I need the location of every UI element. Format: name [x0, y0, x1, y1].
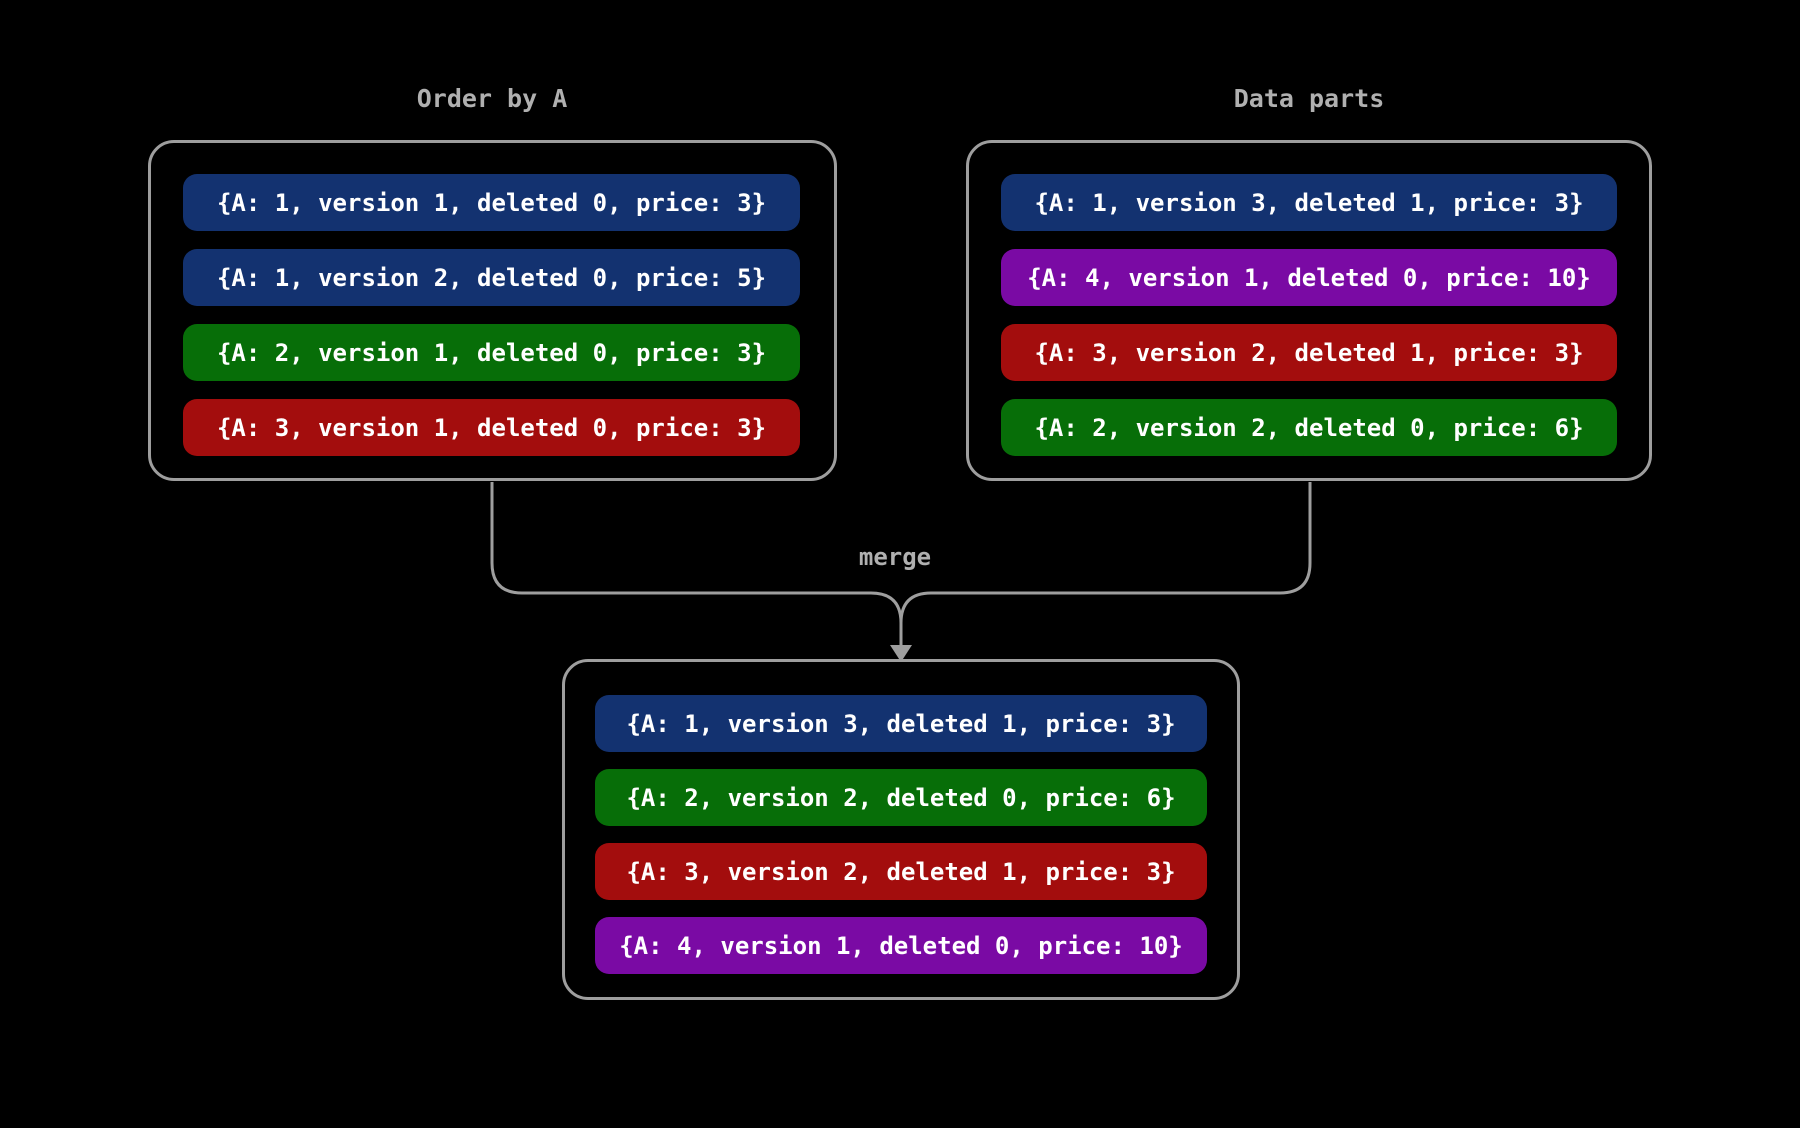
data-row: {A: 2, version 2, deleted 0, price: 6}: [595, 769, 1207, 826]
data-row: {A: 3, version 2, deleted 1, price: 3}: [595, 843, 1207, 900]
data-row: {A: 2, version 2, deleted 0, price: 6}: [1001, 399, 1617, 456]
data-row: {A: 1, version 3, deleted 1, price: 3}: [1001, 174, 1617, 231]
data-row: {A: 1, version 3, deleted 1, price: 3}: [595, 695, 1207, 752]
right-merge-line: [899, 482, 1312, 646]
data-row: {A: 3, version 2, deleted 1, price: 3}: [1001, 324, 1617, 381]
data-row: {A: 1, version 2, deleted 0, price: 5}: [183, 249, 800, 306]
data-parts-title: Data parts: [1233, 84, 1385, 113]
data-row: {A: 3, version 1, deleted 0, price: 3}: [183, 399, 800, 456]
order-by-a-title: Order by A: [416, 84, 568, 113]
merged-result-box: {A: 1, version 3, deleted 1, price: 3} {…: [562, 659, 1240, 1000]
merge-label: merge: [858, 543, 932, 571]
data-row: {A: 4, version 1, deleted 0, price: 10}: [595, 917, 1207, 974]
data-row: {A: 1, version 1, deleted 0, price: 3}: [183, 174, 800, 231]
data-row: {A: 4, version 1, deleted 0, price: 10}: [1001, 249, 1617, 306]
left-merge-line: [490, 482, 903, 646]
order-by-a-box: {A: 1, version 1, deleted 0, price: 3} {…: [148, 140, 837, 481]
data-row: {A: 2, version 1, deleted 0, price: 3}: [183, 324, 800, 381]
data-parts-box: {A: 1, version 3, deleted 1, price: 3} {…: [966, 140, 1652, 481]
